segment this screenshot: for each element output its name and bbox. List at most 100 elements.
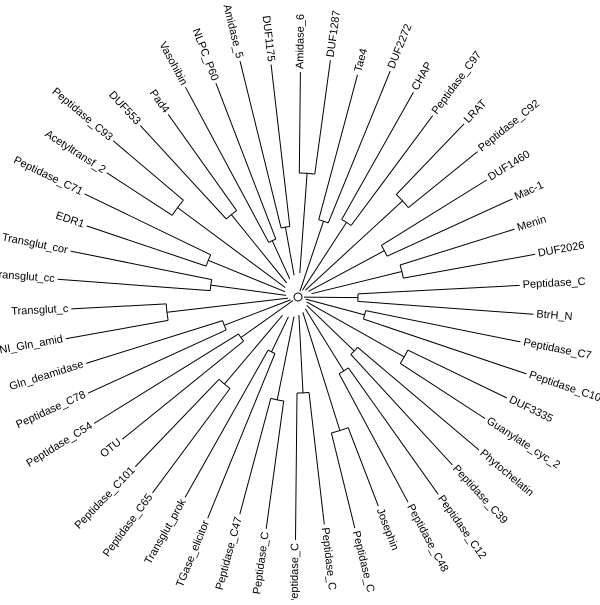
tree-leaf-label: Tae4 [352,47,370,73]
tree-branch [348,428,378,506]
tree-branch [71,251,212,280]
tree-branch [299,315,303,393]
tree-branch [271,65,290,227]
tree-branch [277,317,294,400]
tree-branch [153,389,231,493]
tree-branch [358,301,534,314]
tree-branch [71,304,166,309]
tree-branch [381,180,486,245]
tree-leaf-label: Peptidase_C48 [404,502,450,574]
tree-leaf-label: DUF2272 [386,22,415,70]
tree-branch [272,317,289,352]
tree-branch [208,354,275,519]
tree-leaf-label: DUF1287 [325,10,343,58]
tree-branch [396,124,464,195]
tree-leaf-label: Josephin [374,507,401,552]
tree-branch [351,354,453,464]
tree-leaf-label: Amidase_6 [294,14,307,69]
tree-branch [307,302,405,357]
tree-branch [358,347,479,450]
tree-leaf-label: Amidase_5 [220,3,245,59]
tree-branch [400,363,485,418]
tree-leaf-label: Mac-1 [513,179,546,203]
tree-branch [241,301,293,338]
tree-branch [351,116,433,226]
tree-leaf-label: Peptidase_C10 [527,369,600,404]
tree-branch [328,71,390,223]
tree-branch [387,199,512,256]
tree-branch [331,433,354,528]
tree-leaf-label: Peptidase_C [319,527,338,591]
tree-branch [315,60,331,174]
tree-branch [300,173,307,273]
tree-branch [309,392,324,524]
tree-leaf-label: Peptidase_C [350,530,377,594]
tree-leaf-label: Pad4 [147,88,172,116]
tree-leaf-label: DUF1460 [486,148,532,183]
tree-branch [400,229,514,265]
tree-leaf-label: DUF1175 [260,15,277,62]
tree-leaf-label: DUF553 [106,89,143,127]
tree-leaf-label: EDR1 [54,210,86,231]
tree-root-node [294,293,302,301]
tree-branch [240,398,271,514]
tree-branch [88,330,226,393]
tree-branch [113,141,183,200]
tree-branch [85,194,211,255]
tree-leaf-label: NLPC_P60 [190,27,221,83]
tree-branch [208,260,285,291]
tree-leaf-label: Vasohibin [156,40,189,88]
tree-leaf-label: LRAT [462,97,490,125]
tree-branch [272,241,290,279]
tree-leaf-label: Peptidase_C [289,543,302,600]
tree-branch [185,350,268,497]
tree-leaf-label: Menin [516,213,548,233]
tree-leaf-label: DUF2026 [537,239,585,259]
tree-leaf-label: TGase_elicitor [174,518,212,589]
tree-branch [224,300,290,325]
tree-branch [307,305,355,351]
tree-leaf-label: Transglut_cor [1,231,69,256]
tree-leaf-label: Transglut_c [11,303,69,318]
tree-branch [296,393,298,540]
tree-leaf-label: Peptidase_C7 [522,337,592,362]
tree-leaf-label: OTU [98,436,124,460]
tree-leaf-label: Peptidase_C78 [14,389,87,431]
tree-branch [300,221,324,291]
tree-branch [285,227,294,275]
tree-branch [135,379,219,466]
tree-leaf-label: NI_Gln_amid [0,333,64,356]
tree-leaf-label: CHAP [409,60,434,93]
tree-branch [66,320,168,338]
tree-leaf-label: Peptidase_C47 [214,516,245,592]
tree-branch [302,222,346,290]
tree-branch [167,298,288,312]
tree-leaf-label: Peptidase_C71 [12,154,85,198]
tree-branch [58,279,211,290]
tree-branch [363,319,526,374]
tree-branch [240,61,281,228]
tree-branch [211,285,286,295]
tree-branch [122,341,243,439]
tree-branch [186,87,269,242]
tree-branch [94,334,239,424]
tree-leaf-label: Transglut_prok [142,497,189,567]
tree-branch [366,311,521,342]
tree-leaf-label: Gln_deamidase [8,358,85,392]
tree-branch [303,312,340,430]
tree-leaf-label: Peptidase_C [251,531,271,595]
tree-leaf-label: DUF3335 [507,394,555,425]
tree-branch [408,152,477,208]
tree-branch [304,297,358,298]
tree-branch [408,350,507,398]
tree-branch [299,72,300,173]
tree-leaf-label: BtrH_N [536,308,573,323]
tree-leaf-label: Peptidase_C54 [24,420,94,470]
tree-leaf-label: Peptidase_C [522,276,586,291]
tree-leaf-label: Transglut_cc [0,268,56,285]
tree-branch [87,226,207,266]
tree-branch [266,401,284,529]
tree-branch [358,285,520,294]
